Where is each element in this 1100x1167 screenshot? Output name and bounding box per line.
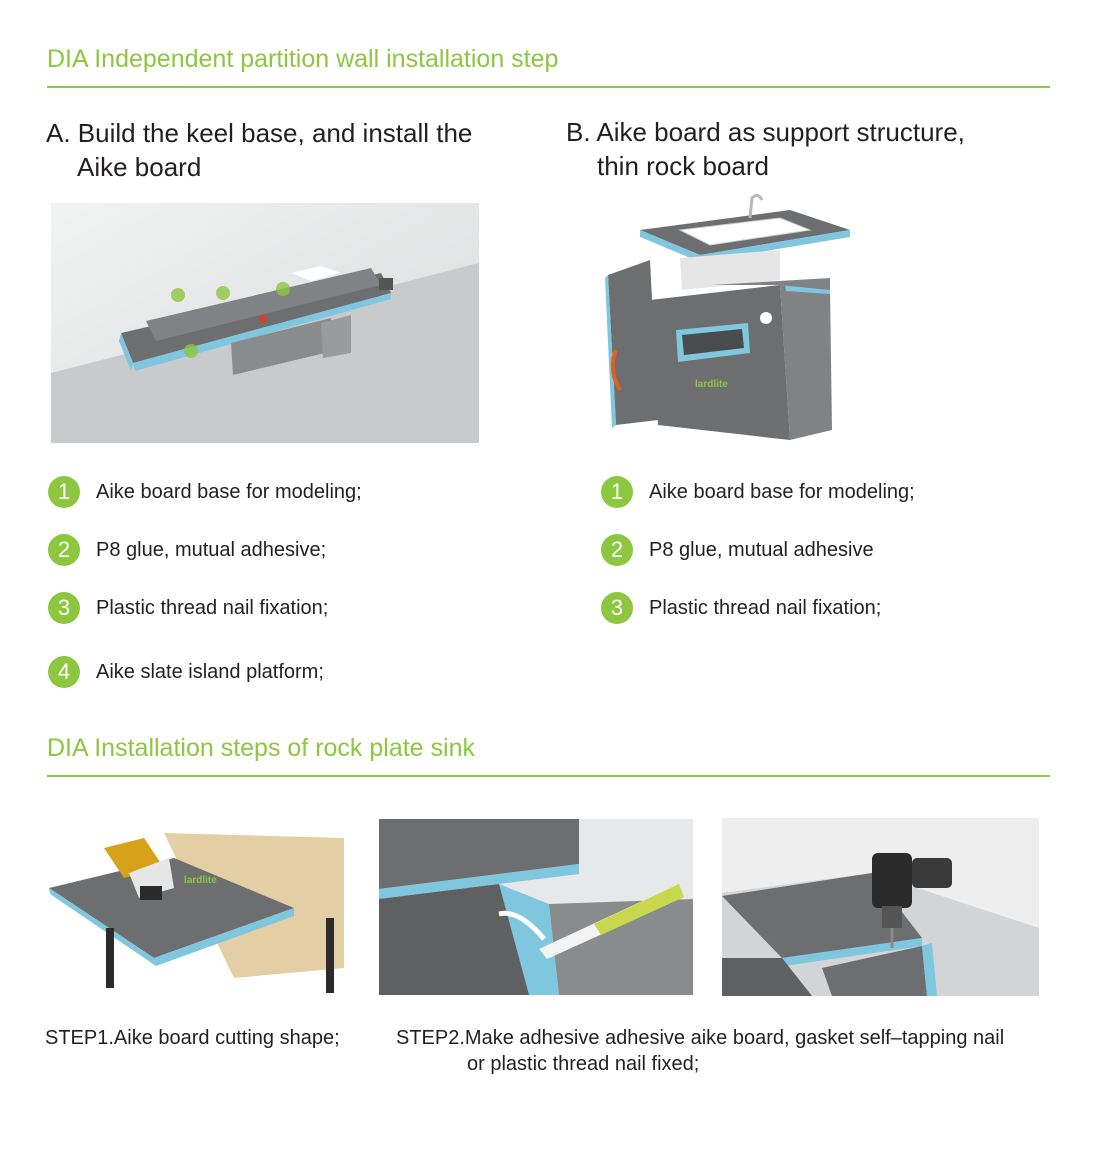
list-item-text: Aike slate island platform;	[96, 660, 324, 683]
step-number-badge: 3	[48, 592, 80, 624]
list-item-text: Plastic thread nail fixation;	[96, 596, 329, 619]
part-a-title-line1: A. Build the keel base, and install the	[46, 118, 473, 148]
step2-adhesive-photo	[379, 819, 693, 995]
step1-caption: STEP1.Aike board cutting shape;	[45, 1027, 340, 1049]
part-b-title-line1: B. Aike board as support structure,	[566, 117, 965, 147]
part-b-title-line2: thin rock board	[597, 151, 769, 181]
step-number-badge: 3	[601, 592, 633, 624]
list-item-text: P8 glue, mutual adhesive	[649, 538, 874, 561]
list-item-text: Aike board base for modeling;	[96, 480, 362, 503]
step-number-badge: 1	[601, 476, 633, 508]
part-a-title-line2: Aike board	[77, 152, 202, 182]
keel-base-illustration	[51, 203, 479, 443]
brand-logo-b: lardlite	[695, 379, 728, 390]
part-b-title: B. Aike board as support structure, thin…	[566, 115, 965, 183]
part-a-title: A. Build the keel base, and install the …	[46, 116, 472, 184]
list-item: 3 Plastic thread nail fixation;	[48, 592, 328, 624]
list-item: 4 Aike slate island platform;	[48, 656, 324, 688]
section-divider	[47, 775, 1050, 777]
step1-cutting-photo: lardlite	[44, 828, 344, 998]
list-item-text: P8 glue, mutual adhesive;	[96, 538, 327, 561]
brand-logo-step1: lardlite	[184, 875, 217, 886]
list-item: 2 P8 glue, mutual adhesive;	[48, 534, 326, 566]
section-divider	[47, 86, 1050, 88]
step2-drilling-photo	[722, 818, 1039, 996]
list-item: 3 Plastic thread nail fixation;	[601, 592, 881, 624]
list-item-text: Aike board base for modeling;	[649, 480, 915, 503]
step2-caption-line1: STEP2.Make adhesive adhesive aike board,…	[396, 1027, 1005, 1049]
list-item: 2 P8 glue, mutual adhesive	[601, 534, 874, 566]
step2-caption-line2: or plastic thread nail fixed;	[467, 1053, 700, 1075]
section-title-partition-wall: DIA Independent partition wall installat…	[47, 45, 559, 73]
step-number-badge: 2	[48, 534, 80, 566]
section-title-rock-plate-sink: DIA Installation steps of rock plate sin…	[47, 734, 475, 762]
support-structure-illustration: lardlite	[600, 190, 860, 460]
step-number-badge: 2	[601, 534, 633, 566]
step-number-badge: 4	[48, 656, 80, 688]
list-item: 1 Aike board base for modeling;	[48, 476, 362, 508]
step-number-badge: 1	[48, 476, 80, 508]
list-item: 1 Aike board base for modeling;	[601, 476, 915, 508]
list-item-text: Plastic thread nail fixation;	[649, 596, 882, 619]
